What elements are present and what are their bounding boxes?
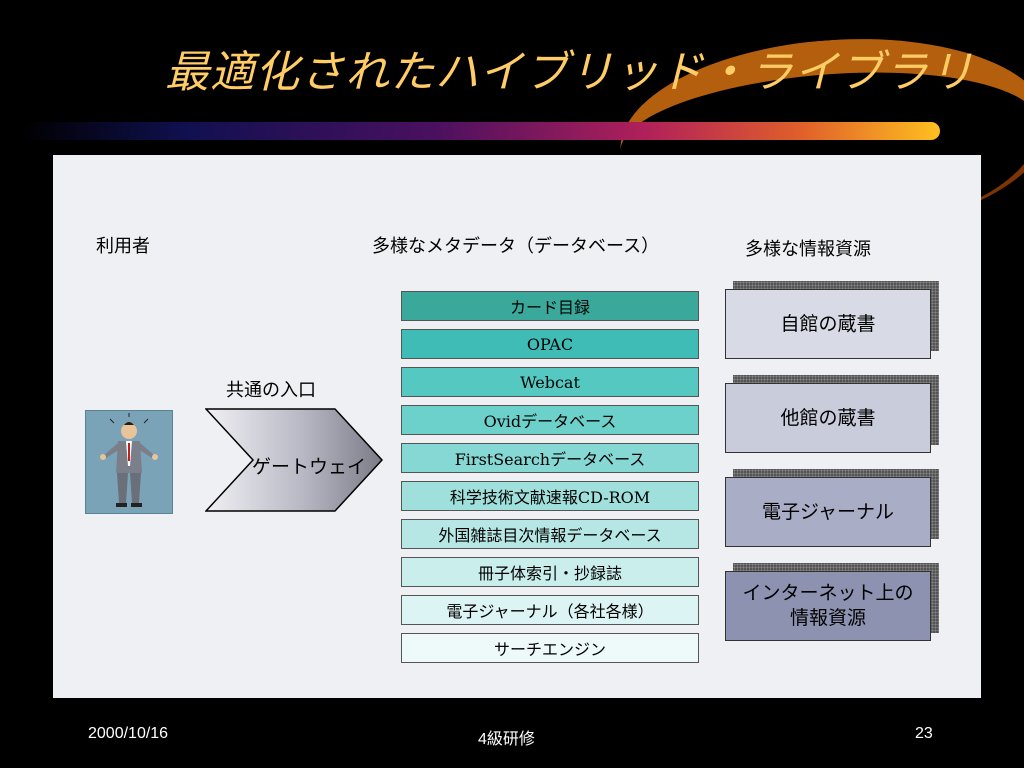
db-item-label: カード目録 bbox=[509, 298, 590, 317]
footer-center-text: 4級研修 bbox=[478, 731, 535, 748]
db-item-label: サーチエンジン bbox=[493, 640, 606, 659]
db-item-label: 外国雑誌目次情報データベース bbox=[438, 526, 662, 545]
resource-electronic-journals: 電子ジャーナル bbox=[725, 469, 939, 547]
db-item-firstsearch: FirstSearchデータベース bbox=[401, 443, 699, 473]
db-item-label: 科学技術文献速報CD-ROM bbox=[449, 488, 651, 507]
resource-label: インターネット上の bbox=[742, 582, 914, 605]
db-item-label: FirstSearchデータベース bbox=[454, 450, 646, 469]
resource-box: 他館の蔵書 bbox=[725, 383, 931, 453]
slide-title: 最適化されたハイブリッド・ライブラリ bbox=[165, 47, 975, 98]
resource-label: 自館の蔵書 bbox=[780, 312, 876, 335]
db-item-label: Ovidデータベース bbox=[483, 412, 617, 431]
db-item-ejournal-vendors: 電子ジャーナル（各社各様） bbox=[401, 595, 699, 625]
gateway-chevron bbox=[205, 408, 383, 512]
businessman-clipart-image bbox=[85, 410, 173, 514]
db-item-webcat: Webcat bbox=[401, 367, 699, 397]
resource-internet: インターネット上の情報資源 bbox=[725, 563, 939, 641]
db-item-label: 冊子体索引・抄録誌 bbox=[477, 564, 622, 583]
resource-box: インターネット上の情報資源 bbox=[725, 571, 931, 641]
footer-date: 2000/10/16 bbox=[88, 725, 169, 742]
db-item-card-catalog: カード目録 bbox=[401, 291, 699, 321]
title-underline-bar bbox=[20, 122, 940, 140]
db-item-printed-index: 冊子体索引・抄録誌 bbox=[401, 557, 699, 587]
resource-label: 他館の蔵書 bbox=[780, 406, 876, 429]
resource-own-collection: 自館の蔵書 bbox=[725, 281, 939, 359]
db-item-label: 電子ジャーナル（各社各様） bbox=[446, 602, 654, 621]
user-icon bbox=[100, 413, 158, 507]
resource-box: 電子ジャーナル bbox=[725, 477, 931, 547]
db-item-science-cdrom: 科学技術文献速報CD-ROM bbox=[401, 481, 699, 511]
resource-label-line2: 情報資源 bbox=[789, 607, 866, 629]
db-item-opac: OPAC bbox=[401, 329, 699, 359]
metadata-label: 多様なメタデータ（データベース） bbox=[372, 236, 660, 257]
db-item-foreign-journals: 外国雑誌目次情報データベース bbox=[401, 519, 699, 549]
db-item-label: Webcat bbox=[520, 372, 580, 392]
db-item-search-engine: サーチエンジン bbox=[401, 633, 699, 663]
gateway-label: ゲートウェイ bbox=[252, 456, 367, 478]
user-label: 利用者 bbox=[96, 236, 150, 257]
resources-label: 多様な情報資源 bbox=[745, 239, 871, 260]
db-item-ovid: Ovidデータベース bbox=[401, 405, 699, 435]
resource-box: 自館の蔵書 bbox=[725, 289, 931, 359]
footer-page-number: 23 bbox=[915, 725, 933, 742]
common-entrance-label: 共通の入口 bbox=[226, 380, 316, 401]
resource-other-collection: 他館の蔵書 bbox=[725, 375, 939, 453]
db-item-label: OPAC bbox=[526, 334, 574, 354]
resource-label: 電子ジャーナル bbox=[761, 500, 895, 523]
